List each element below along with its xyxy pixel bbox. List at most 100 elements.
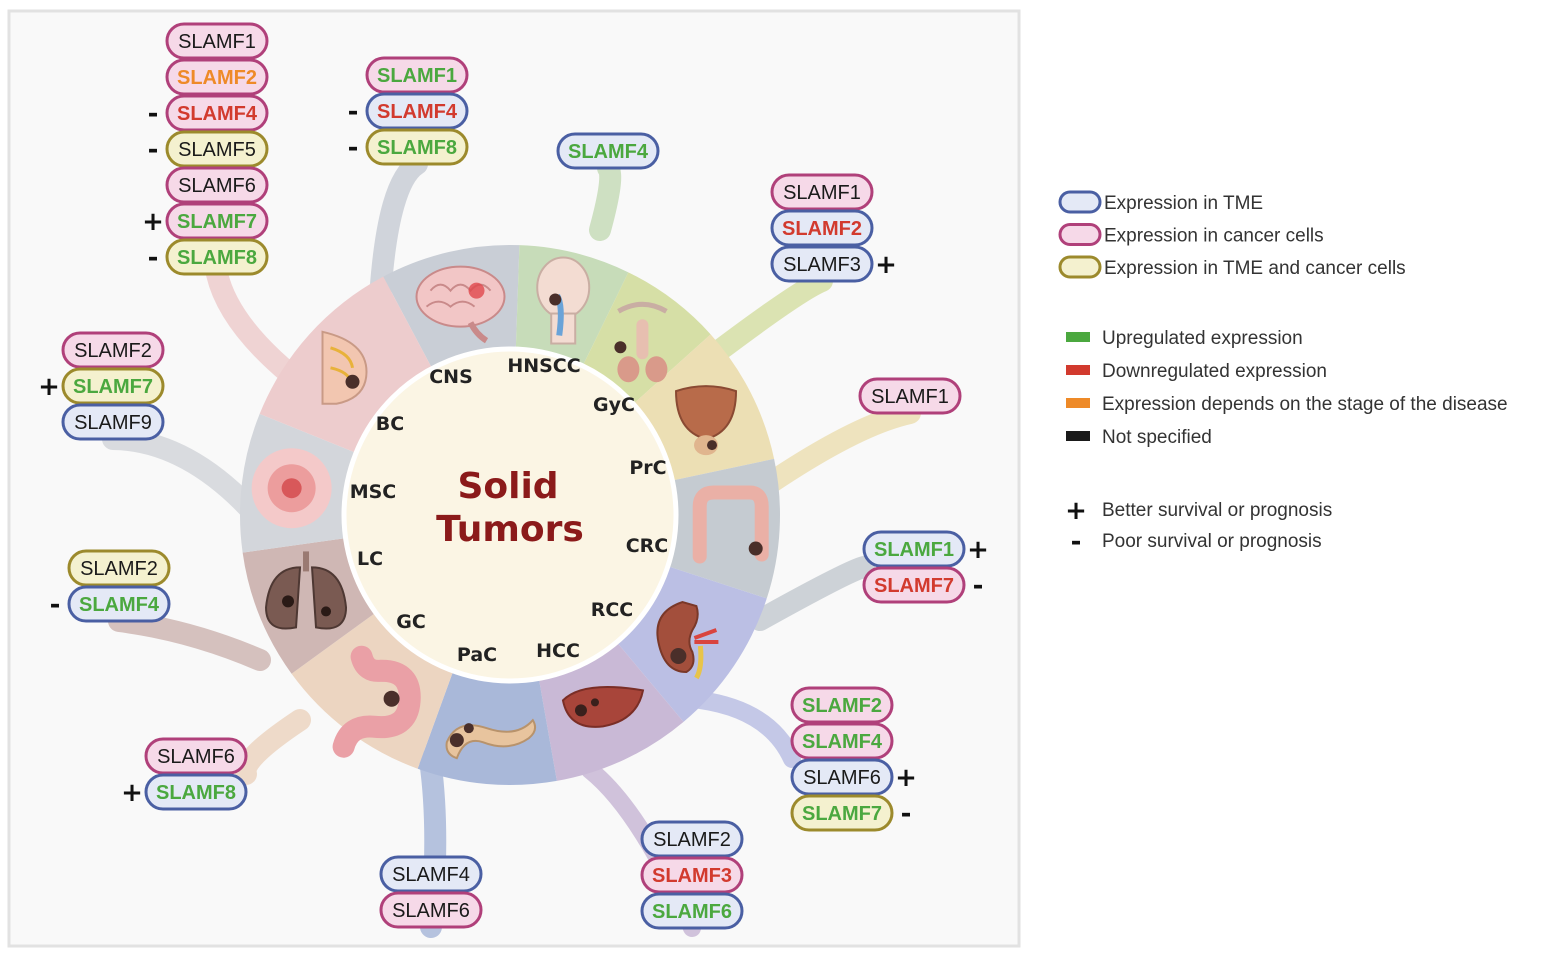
sector-lc [242,538,376,674]
legend-label: Expression in TME [1104,193,1263,214]
connector-hnscc [589,157,622,241]
tumor-label-rcc: RCC [591,599,634,621]
slamf-pill-shape [640,892,744,930]
poor-prognosis-sign: - [973,571,984,601]
slamf-pill: SLAMF2 [165,58,269,96]
slamf-pill: SLAMF3 [640,856,744,894]
slamf-group-hnscc: SLAMF4 [556,132,660,170]
slamf-label: SLAMF1 [871,386,949,408]
better-prognosis-sign: + [142,207,164,237]
legend-color-stage [1066,398,1090,408]
slamf-pill: SLAMF2 [770,209,874,247]
slamf-pill: SLAMF4 [790,722,894,760]
slamf-pill-shape [61,403,165,441]
slamf-pill: SLAMF6 [144,737,248,775]
slamf-pill-shape [862,530,966,568]
slamf-label: SLAMF3 [652,865,732,887]
colon-icon [692,485,769,564]
slamf-pill: SLAMF1 [365,56,469,94]
legend-label: Better survival or prognosis [1102,500,1332,521]
connector-gc [234,709,311,785]
slamf-label: SLAMF4 [79,594,160,616]
slamf-pill-shape [790,794,894,832]
slamf-pill-shape [365,128,469,166]
slamf-pill-shape [61,331,165,369]
slamf-pill: SLAMF1+ [862,530,989,568]
slamf-pill: SLAMF8 + [121,773,248,811]
slamf-label: SLAMF8 [177,247,257,269]
slamf-pill: SLAMF8- [148,238,269,276]
slamf-pill-shape [790,758,894,796]
slamf-pill-shape [790,686,894,724]
slamf-pill: SLAMF6+ [790,758,917,796]
slamf-group-crc: SLAMF1+SLAMF7- [862,530,989,604]
better-prognosis-sign: + [121,778,143,808]
slamf-pill: SLAMF7- [790,794,911,832]
slamf-label: SLAMF2 [80,558,158,580]
slamf-pill: SLAMF2 [640,820,744,858]
slamf-pill-shape [165,202,269,240]
slamf-label: SLAMF1 [178,31,256,53]
poor-prognosis-sign: - [148,243,159,273]
slamf-label: SLAMF4 [377,101,458,123]
slamf-pill: SLAMF6 [379,891,483,929]
legend-label: Poor survival or prognosis [1102,531,1322,552]
center-title-line2: Tumors [436,509,584,550]
organ-icon-layer [251,256,769,760]
skin-lesion-icon [251,448,332,529]
legend-swatch-tme [1058,190,1102,214]
pancreas-icon [445,718,537,760]
slamf-pill-shape [770,245,874,283]
tumor-label-msc: MSC [350,481,397,503]
slamf-pill-shape [790,722,894,760]
slamf-pill: SLAMF4- [50,585,171,623]
slamf-label: SLAMF2 [177,67,257,89]
poor-prognosis-sign: - [348,133,359,163]
slamf-pill-shape [67,549,171,587]
slamf-pill: SLAMF2 [790,686,894,724]
bladder-prostate-icon [675,385,738,456]
slamf-pill-shape [365,92,469,130]
slamf-pill-shape [770,173,874,211]
tumor-label-gc: GC [396,611,426,633]
slamf-pill-shape [858,377,962,415]
slamf-pill-shape [165,58,269,96]
legend-swatch-both [1058,255,1102,279]
tumor-label-crc: CRC [626,535,669,557]
slamf-pill: SLAMF6 [640,892,744,930]
sector-rcc [616,566,767,722]
slamf-pill: SLAMF7+ [142,202,269,240]
slamf-pill: SLAMF1 [165,22,269,60]
legend-label: Expression in TME and cancer cells [1104,258,1406,279]
slamf-pill: SLAMF4 [556,132,660,170]
slamf-label: SLAMF4 [802,731,883,753]
slamf-pill: SLAMF2 [61,331,165,369]
slamf-label: SLAMF3 [783,254,861,276]
slamf-pill-shape [770,209,874,247]
slamf-pill: SLAMF7- [862,566,984,604]
liver-icon [561,686,645,728]
slamf-label: SLAMF8 [156,782,236,804]
poor-prognosis-sign: - [50,590,61,620]
slamf-label: SLAMF1 [874,539,954,561]
slamf-label: SLAMF6 [652,901,732,923]
slamf-pill-shape [165,22,269,60]
breast-icon [321,330,368,405]
slamf-pill-shape [862,566,966,604]
tumor-label-bc: BC [376,413,404,435]
slamf-group-bc: SLAMF1SLAMF2SLAMF4-SLAMF5-SLAMF6SLAMF7+S… [142,22,269,276]
center-circle [341,346,679,684]
tumor-label-lc: LC [357,548,383,570]
slamf-label: SLAMF2 [782,218,862,240]
slamf-pill-shape [640,856,744,894]
slamf-label: SLAMF6 [157,746,235,768]
slamf-label-layer: SLAMF1SLAMF4-SLAMF8-SLAMF4SLAMF1SLAMF2SL… [38,22,989,930]
legend-label: Not specified [1102,427,1212,448]
center-title-line1: Solid [457,466,558,507]
slamf-pill: SLAMF6 [165,166,269,204]
